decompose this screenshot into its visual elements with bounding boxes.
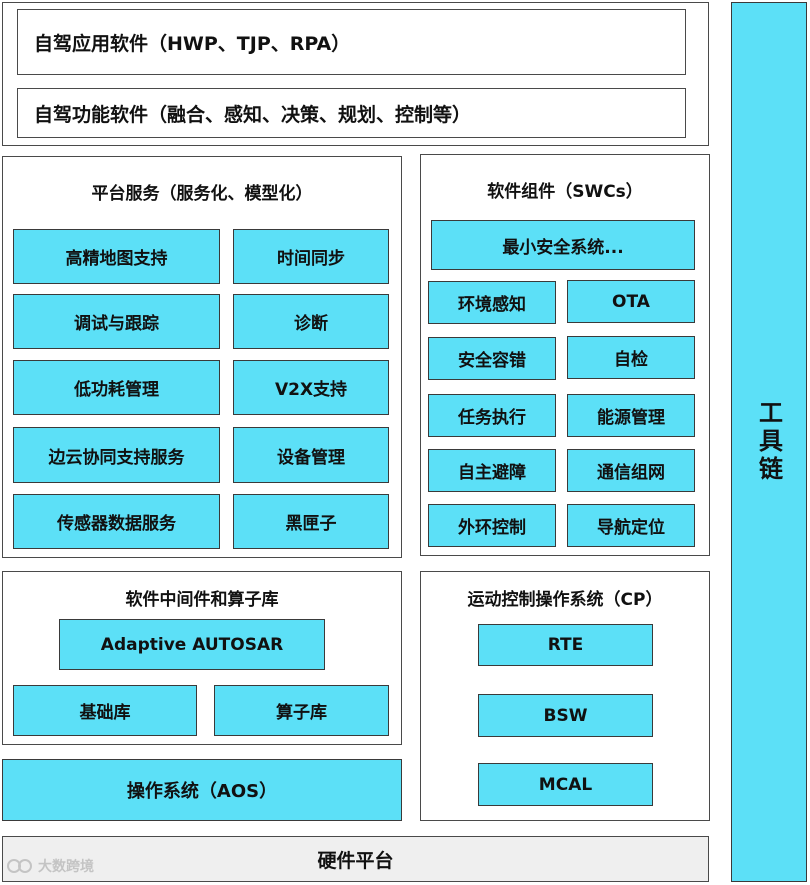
hardware-platform-box: 硬件平台 (2, 836, 709, 882)
toolchain-box: 工具链 (731, 2, 807, 882)
swc-item-ota: OTA (567, 280, 695, 323)
operator-library-box: 算子库 (214, 685, 389, 736)
function-software-box: 自驾功能软件（融合、感知、决策、规划、控制等） (17, 88, 686, 138)
platform-item-black-box: 黑匣子 (233, 494, 389, 549)
aos-box: 操作系统（AOS） (2, 759, 402, 821)
adaptive-autosar-box: Adaptive AUTOSAR (59, 619, 325, 670)
platform-services-frame (2, 156, 402, 558)
swc-item-energy-mgmt: 能源管理 (567, 394, 695, 437)
watermark-text: 大数跨境 (38, 859, 94, 875)
swc-item-comm-network: 通信组网 (567, 449, 695, 492)
swc-item-navigation: 导航定位 (567, 504, 695, 547)
middleware-title: 软件中间件和算子库 (125, 589, 279, 610)
platform-item-debug-trace: 调试与跟踪 (13, 294, 220, 349)
toolchain-label: 工具链 (754, 400, 783, 484)
swc-item-safety-fault-tolerance: 安全容错 (428, 337, 556, 380)
platform-item-hd-map: 高精地图支持 (13, 229, 220, 284)
platform-item-device-mgmt: 设备管理 (233, 427, 389, 483)
swc-min-safety-system: 最小安全系统... (431, 220, 695, 270)
swc-title: 软件组件（SWCs） (487, 181, 643, 202)
platform-item-low-power: 低功耗管理 (13, 360, 220, 415)
swc-item-outer-loop-control: 外环控制 (428, 504, 556, 547)
watermark: 大数跨境 (6, 856, 94, 876)
app-software-box: 自驾应用软件（HWP、TJP、RPA） (17, 9, 686, 75)
platform-item-time-sync: 时间同步 (233, 229, 389, 284)
platform-item-diagnosis: 诊断 (233, 294, 389, 349)
platform-item-sensor-data: 传感器数据服务 (13, 494, 220, 549)
swc-item-obstacle-avoidance: 自主避障 (428, 449, 556, 492)
swc-item-task-execution: 任务执行 (428, 394, 556, 437)
rte-box: RTE (478, 624, 653, 666)
watermark-logo-icon (7, 859, 32, 873)
platform-item-edge-cloud: 边云协同支持服务 (13, 427, 220, 483)
cp-title: 运动控制操作系统（CP） (467, 589, 663, 610)
mcal-box: MCAL (478, 763, 653, 806)
platform-services-title: 平台服务（服务化、模型化） (91, 183, 313, 204)
platform-item-v2x: V2X支持 (233, 360, 389, 415)
swc-item-self-check: 自检 (567, 336, 695, 379)
base-library-box: 基础库 (13, 685, 197, 736)
swc-item-env-perception: 环境感知 (428, 281, 556, 324)
bsw-box: BSW (478, 694, 653, 737)
